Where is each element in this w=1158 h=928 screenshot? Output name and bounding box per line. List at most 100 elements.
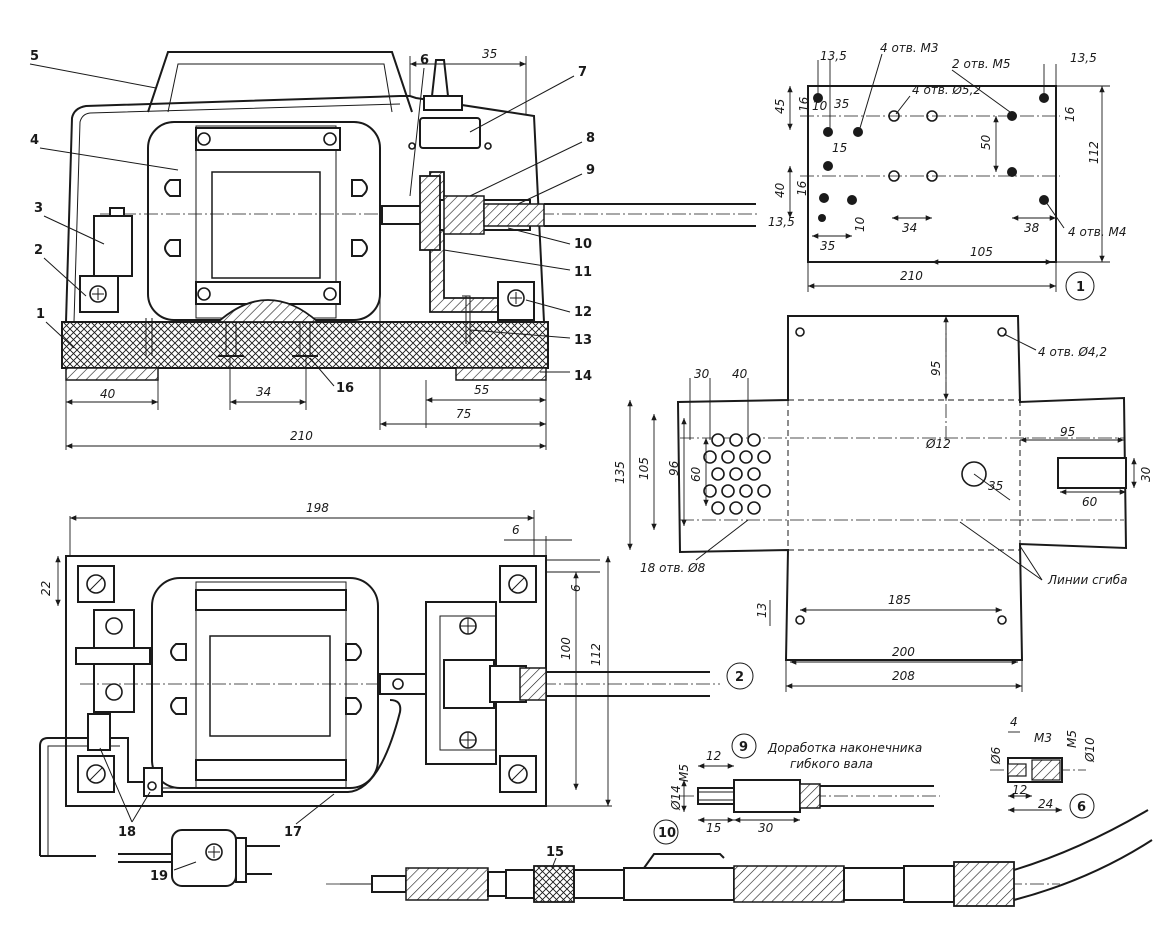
- p2-35: 35: [988, 479, 1003, 493]
- circle-2-label: 2: [735, 670, 744, 685]
- d9-15: 15: [706, 821, 721, 835]
- note-m3: 4 отв. М3: [880, 41, 938, 55]
- plate-1-holes: [813, 93, 1049, 222]
- foot-left: [65, 367, 159, 381]
- d6-d10: Ø10: [1083, 737, 1097, 763]
- p2-60a: 60: [689, 466, 703, 482]
- note-d52: 4 отв. Ø5,2: [912, 83, 981, 97]
- vent-hole: [747, 433, 761, 447]
- label-12: 12: [574, 305, 592, 320]
- vent-hole-grid: [703, 433, 771, 515]
- dim-35: 35: [482, 47, 497, 61]
- p1-15: 15: [832, 141, 847, 155]
- p1-50: 50: [979, 134, 993, 150]
- plate-1-notes: 4 отв. М3 2 отв. М5 4 отв. Ø5,2 4 отв. М…: [859, 41, 1126, 239]
- label-15: 15: [546, 845, 564, 860]
- base-board: [61, 321, 549, 369]
- capacitor: [93, 215, 133, 277]
- vent-hole: [721, 450, 735, 464]
- side-view-dims: 35 40 34 55 75 210: [65, 47, 547, 450]
- vent-hole: [729, 433, 743, 447]
- top-view-dims: 198 6 22 6 100 112: [39, 501, 612, 807]
- circle-1: [1065, 271, 1095, 301]
- circle-2: [726, 662, 754, 690]
- label-4: 4: [30, 133, 39, 148]
- d6-m3: М3: [1034, 731, 1052, 745]
- top-view-callouts: 18 17 19: [99, 747, 335, 884]
- vent-hole: [711, 467, 725, 481]
- vent-hole: [721, 484, 735, 498]
- label-13: 13: [574, 333, 592, 348]
- dim-55: 55: [474, 383, 489, 397]
- dim-34: 34: [256, 385, 271, 399]
- foot-right: [455, 367, 547, 381]
- circle-6-label: 6: [1077, 800, 1086, 815]
- vent-hole: [729, 501, 743, 515]
- detail-coupling: 4 Ø6 М3 М5 Ø10 12 24 6: [989, 715, 1097, 819]
- label-14: 14: [574, 369, 592, 384]
- circle-9: [731, 733, 757, 759]
- label-5: 5: [30, 49, 39, 64]
- dim-40: 40: [100, 387, 116, 401]
- dim-210: 210: [290, 429, 313, 443]
- label-16: 16: [336, 381, 354, 396]
- side-view: 35 40 34 55 75 210 5 4 3 2: [29, 47, 760, 450]
- vent-hole: [729, 467, 743, 481]
- p1-105: 105: [970, 245, 993, 259]
- label-2: 2: [34, 243, 43, 258]
- circle-9-label: 9: [739, 740, 748, 755]
- p2-95a: 95: [929, 361, 943, 376]
- p2-40: 40: [732, 367, 748, 381]
- vent-hole: [747, 467, 761, 481]
- vent-hole: [757, 450, 771, 464]
- cover-outline: [65, 95, 545, 323]
- label-17: 17: [284, 825, 302, 840]
- d6-12: 12: [1012, 783, 1027, 797]
- detail-tip: 9 Доработка наконечника гибкого вала 12 …: [653, 733, 940, 845]
- plate-1-dims: 13,5 13,5 45 16 10 35 15 50 16 112 40 16…: [768, 49, 1110, 292]
- note-d12: Ø12: [925, 437, 951, 451]
- p1-34: 34: [902, 221, 917, 235]
- d6-d6: Ø6: [989, 747, 1003, 765]
- p2-208: 208: [892, 669, 915, 683]
- p1-13-5-right: 13,5: [1070, 51, 1097, 65]
- label-1: 1: [36, 307, 45, 322]
- circle-10-label: 10: [658, 826, 676, 841]
- plate-1: 13,5 13,5 45 16 10 35 15 50 16 112 40 16…: [768, 41, 1126, 301]
- p1-35a: 35: [834, 97, 849, 111]
- p1-112: 112: [1087, 141, 1101, 164]
- label-6: 6: [420, 53, 429, 68]
- circle-1-label: 1: [1076, 280, 1085, 295]
- dim-100: 100: [559, 637, 573, 660]
- label-9: 9: [586, 163, 595, 178]
- p1-10b: 10: [853, 216, 867, 232]
- d9-m5: М5: [677, 764, 691, 782]
- vent-hole: [757, 484, 771, 498]
- handpiece: 15: [326, 809, 1153, 907]
- p1-16a: 16: [797, 96, 811, 112]
- p2-13: 13: [755, 603, 769, 618]
- p1-40: 40: [773, 182, 787, 198]
- p2-30b: 30: [1139, 466, 1153, 482]
- plate-2-dims: 30 40 95 95 135 105 96 60 35 30 60 13 18…: [613, 316, 1153, 692]
- plate-2-notes: 4 отв. Ø4,2 18 отв. Ø8 Линии сгиба Ø12: [640, 333, 1128, 587]
- plug: [171, 829, 237, 887]
- dim-75: 75: [456, 407, 471, 421]
- plate-2: 30 40 95 95 135 105 96 60 35 30 60 13 18…: [613, 315, 1153, 692]
- d9-d14: Ø14: [669, 785, 683, 811]
- label-11: 11: [574, 265, 592, 280]
- note-d8: 18 отв. Ø8: [640, 561, 706, 575]
- circle-10: [653, 819, 679, 845]
- note-m5: 2 отв. М5: [952, 57, 1010, 71]
- tab-slot: [1057, 457, 1127, 489]
- label-19: 19: [150, 869, 168, 884]
- p1-45: 45: [773, 99, 787, 114]
- p2-185: 185: [888, 593, 911, 607]
- p1-210: 210: [900, 269, 923, 283]
- p1-16b: 16: [1063, 106, 1077, 122]
- d6-4: 4: [1010, 715, 1018, 729]
- p2-60b: 60: [1082, 495, 1098, 509]
- d6-m5: М5: [1065, 730, 1079, 748]
- label-18: 18: [118, 825, 136, 840]
